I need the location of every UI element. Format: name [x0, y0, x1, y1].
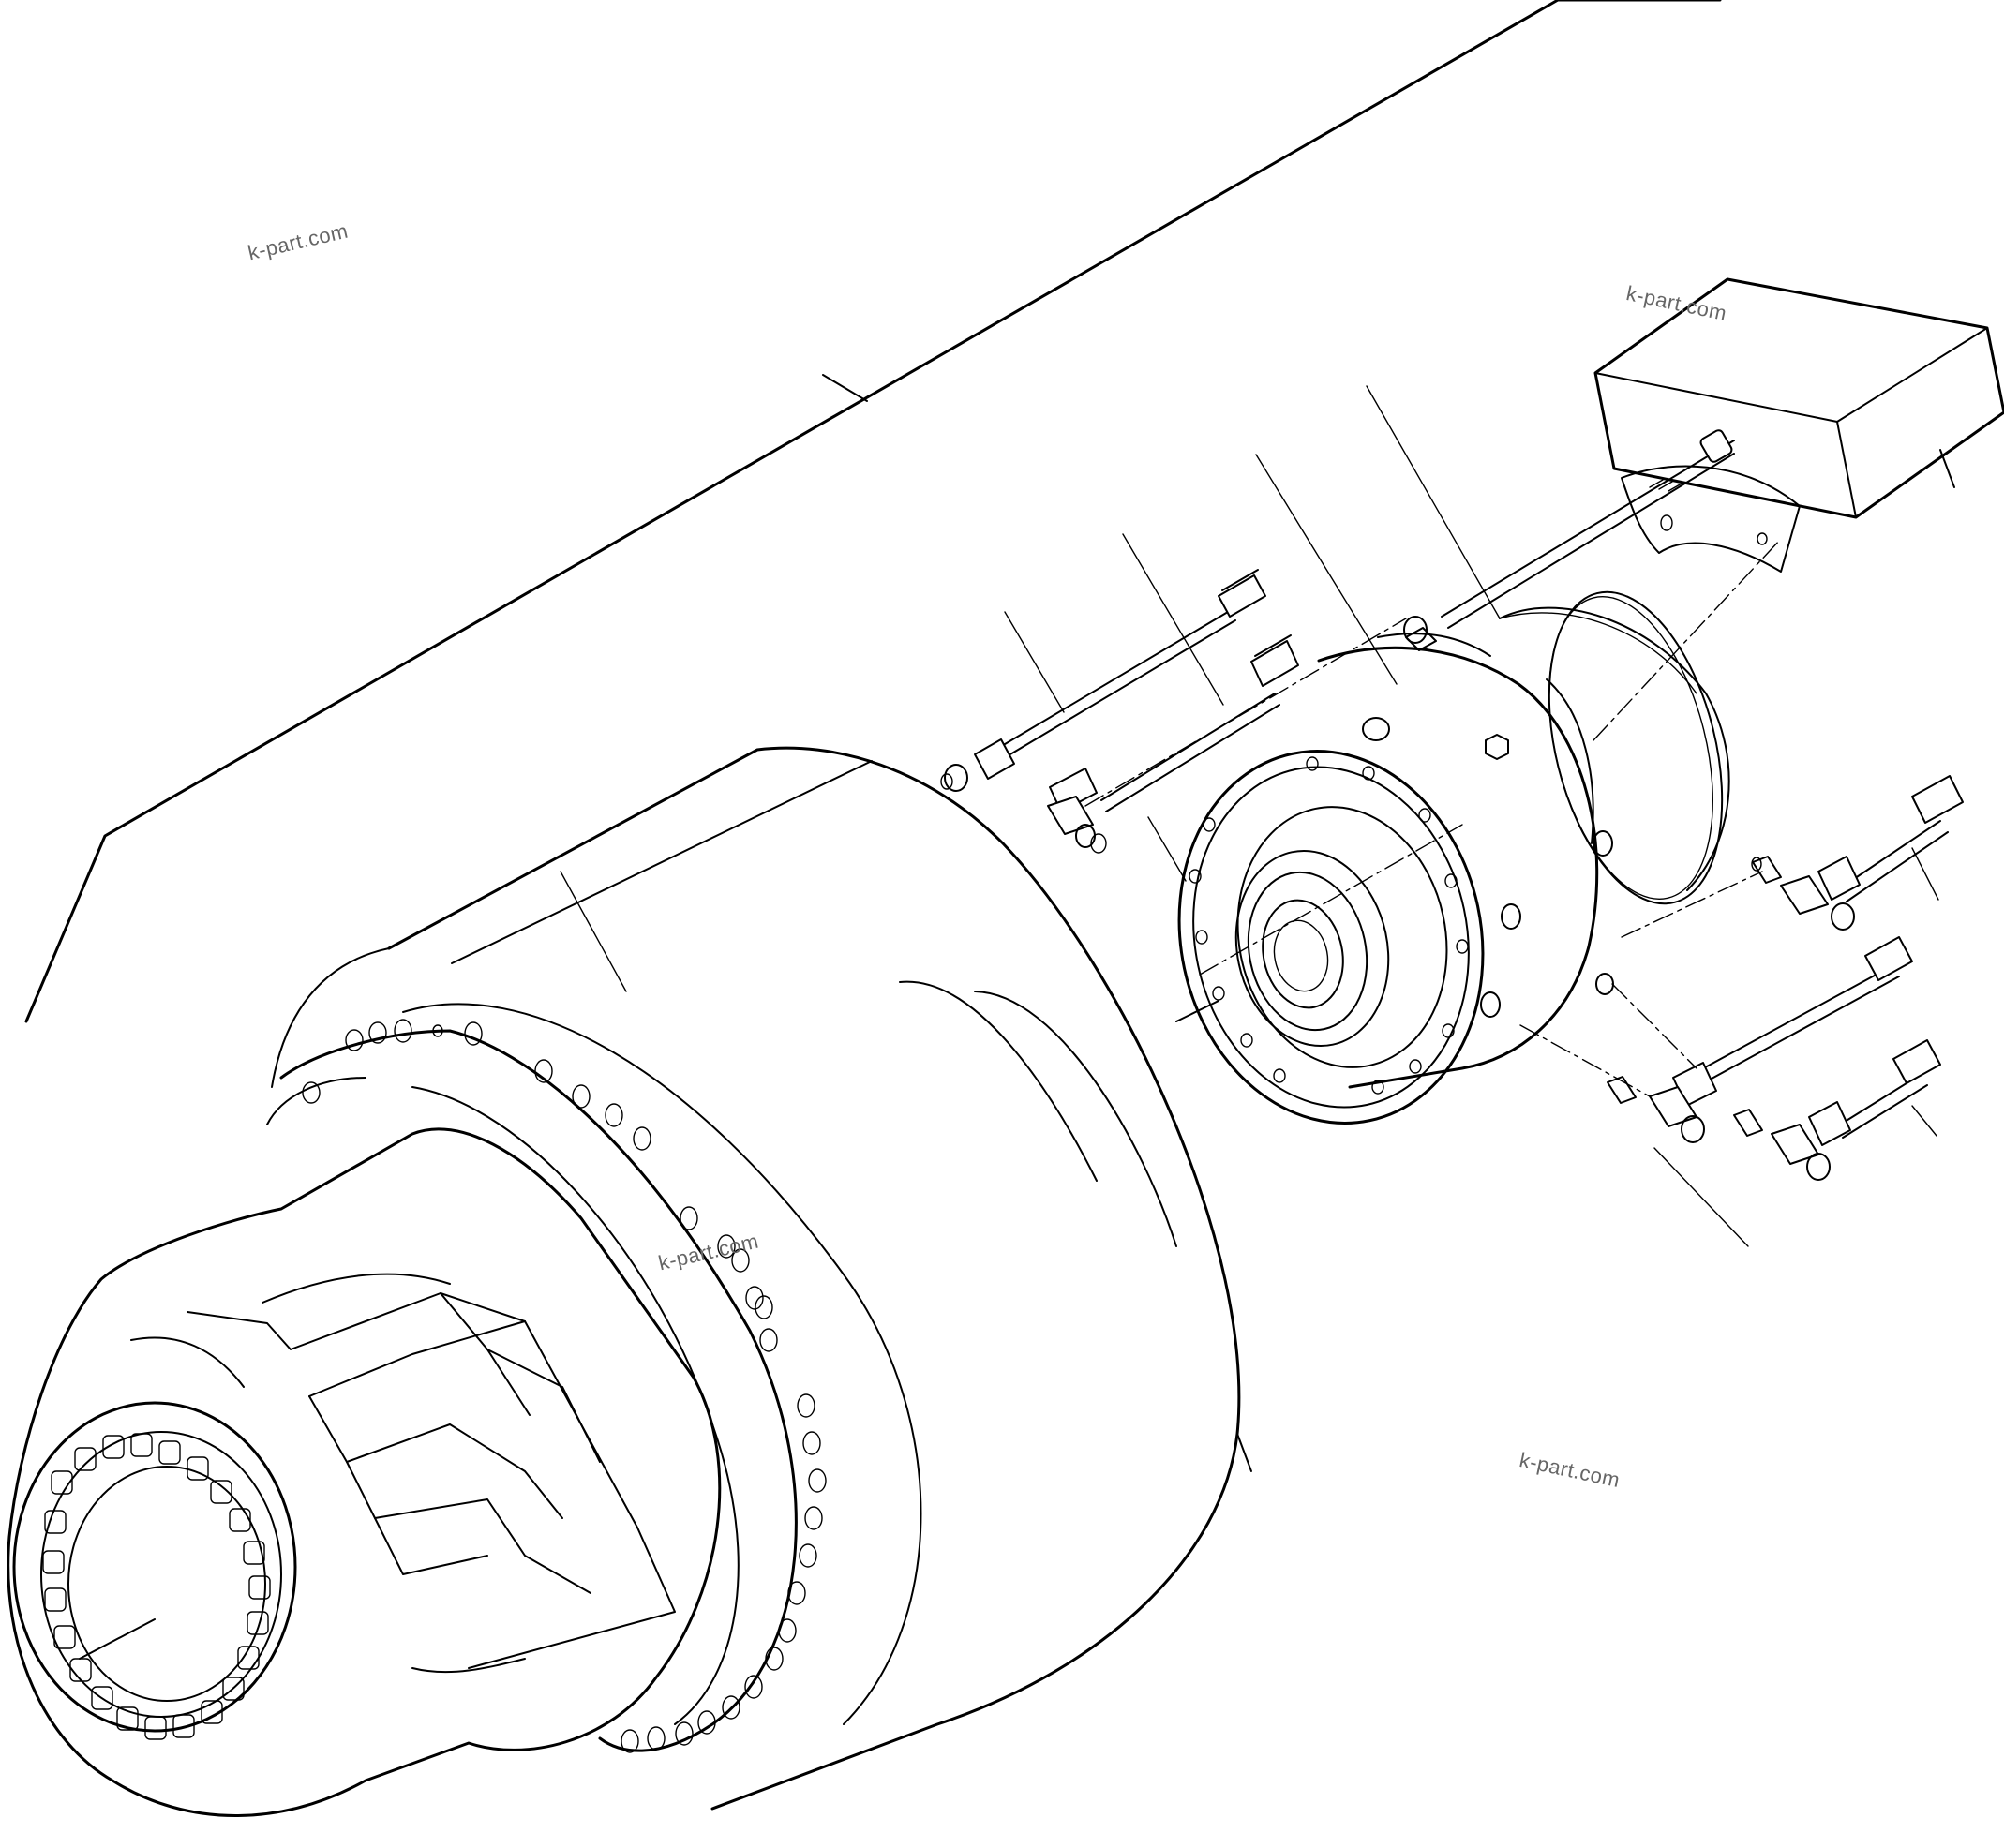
leader-lines — [560, 385, 1939, 1247]
machine-body-outline — [24, 0, 1722, 1023]
mounting-flange — [266, 1019, 827, 1753]
sprocket-hub — [7, 1127, 722, 1817]
cover-block — [1593, 277, 2004, 519]
travel-motor — [1177, 606, 1730, 1125]
long-hose — [1403, 429, 1735, 651]
final-drive-drum — [271, 746, 1252, 1811]
bracket — [1621, 465, 1801, 573]
elbow-fitting-middle-right — [1607, 936, 1913, 1143]
elbow-fitting-upper-right — [1751, 775, 1964, 931]
o-ring — [1548, 590, 1724, 905]
elbow-fitting-lower-right — [1733, 1039, 1941, 1181]
center-lines — [1084, 538, 1782, 1097]
hub-end-cap — [12, 1401, 297, 1740]
hose-assembly-upper — [940, 569, 1266, 792]
hose-assembly-lower — [1047, 634, 1299, 854]
